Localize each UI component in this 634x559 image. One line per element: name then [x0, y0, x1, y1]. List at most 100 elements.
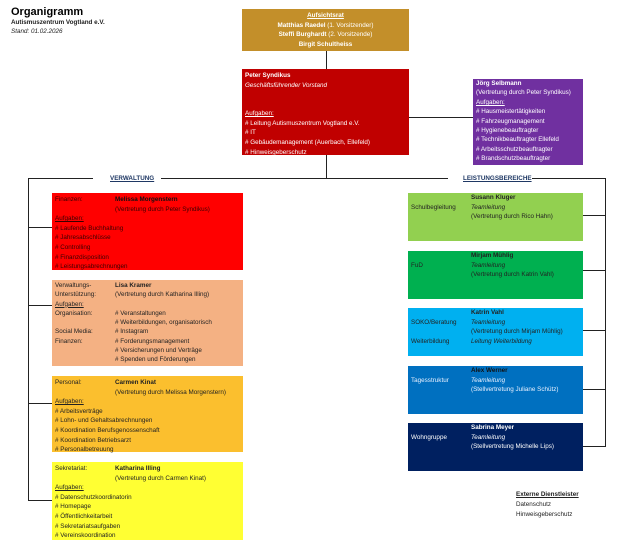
section-leistungsbereiche: LEISTUNGSBEREICHE — [463, 175, 532, 182]
external-item: Hinweisgeberschutz — [516, 511, 573, 518]
ceo-role: Geschäftsführender Vorstand — [245, 81, 328, 89]
service-label: Tagesstruktur — [411, 376, 449, 384]
deputy: (Vertretung durch Peter Syndikus) — [115, 205, 210, 213]
deputy: (Vertretung durch Katharina Illing) — [115, 291, 210, 299]
task: # Spenden und Förderungen — [115, 356, 196, 364]
role: Teamleitung — [471, 433, 506, 441]
connector — [28, 178, 29, 501]
person-name: Mirjam Mühlig — [471, 252, 514, 259]
deputy: (Vertretung durch Katrin Vahl) — [471, 271, 554, 279]
task: # Datenschutzkoordinatorin — [55, 493, 132, 501]
connector — [28, 403, 52, 404]
task: # Sekretariatsaufgaben — [55, 522, 121, 530]
external-heading: Externe Dienstleister — [516, 491, 579, 498]
board-box: Aufsichtsrat Matthias Raedel (1. Vorsitz… — [242, 9, 409, 51]
connector — [583, 389, 606, 390]
secretary-box: Sekretariat: Katharina Illing (Vertretung… — [52, 462, 243, 540]
ceo-box: Peter Syndikus Geschäftsführender Vorsta… — [242, 69, 409, 156]
finance-box: Finanzen:Melissa Morgenstern (Vertretung… — [52, 193, 243, 270]
task: # Homepage — [55, 503, 92, 511]
ceo-name: Peter Syndikus — [245, 72, 291, 79]
board-member: Birgit Schultheiss — [298, 40, 353, 48]
dept-label: Unterstützung: — [55, 291, 96, 299]
person-name: Susann Kluger — [471, 194, 516, 201]
section-verwaltung: VERWALTUNG — [110, 175, 155, 182]
person-name: Katrin Vahl — [471, 309, 504, 316]
connector — [28, 227, 52, 228]
connector — [409, 117, 473, 118]
role: Teamleitung — [471, 318, 506, 326]
board-member: Steffi Burghardt (2. Vorsitzende) — [278, 31, 373, 38]
external-item: Datenschutz — [516, 501, 552, 508]
task: # Veranstaltungen — [115, 309, 166, 317]
deputy: (Vertretung durch Mirjam Mühlig) — [471, 328, 563, 336]
task: # Finanzdisposition — [55, 253, 109, 261]
connector — [605, 178, 606, 447]
task: # Brandschutzbeauftragter — [476, 155, 551, 163]
task: # Instagram — [115, 328, 149, 336]
task: # IT — [245, 129, 256, 137]
task: # Personalbetreuung — [55, 446, 114, 454]
deputy: (Stellvertretung Michelle Lips) — [471, 443, 554, 451]
task: # Leistungsabrechnungen — [55, 263, 128, 271]
service-label: Weiterbildung — [411, 337, 450, 345]
task: # Fahrzeugmanagement — [476, 117, 545, 125]
header: Organigramm Autismuszentrum Vogtland e.V… — [11, 6, 105, 36]
board-member: Matthias Raedel (1. Vorsitzender) — [277, 21, 374, 29]
tasks-label: Aufgaben: — [55, 300, 84, 308]
task: # Weiterbildungen, organisatorisch — [115, 319, 212, 327]
admin-box: Verwaltungs-Lisa Kramer Unterstützung:(V… — [52, 280, 243, 366]
task: # Versicherungen und Verträge — [115, 347, 202, 355]
tasks-label: Aufgaben: — [55, 398, 84, 406]
connector — [583, 330, 606, 331]
deputy: (Stellvertretung Juliane Schütz) — [471, 386, 559, 394]
task: # Vereinskoordination — [55, 532, 116, 540]
task: # Öffentlichkeitarbeit — [55, 512, 113, 520]
task: # Laufende Buchhaltung — [55, 224, 124, 232]
task: # Arbeitsverträge — [55, 407, 103, 415]
service-label: SOKO/Beratung — [411, 318, 457, 326]
task: # Leitung Autismuszentrum Vogtland e.V. — [245, 119, 360, 127]
person-name: Katharina Illing — [115, 465, 161, 472]
task: # Technikbeauftragter Ellefeld — [476, 136, 559, 144]
dept-label: Verwaltungs- — [55, 282, 92, 289]
connector — [28, 178, 93, 179]
task: # Gebäudemanagement (Auerbach, Ellefeld) — [245, 138, 370, 146]
dept-label: Sekretariat: — [55, 465, 88, 472]
service-box-wohngruppe: Sabrina Meyer Wohngruppe Teamleitung (Ste… — [408, 423, 583, 471]
connector — [326, 155, 327, 178]
page-title: Organigramm — [11, 6, 84, 18]
role: Leitung Weiterbildung — [471, 337, 532, 345]
deputy: (Vertretung durch Melissa Morgenstern) — [115, 388, 226, 396]
role: Teamleitung — [471, 376, 506, 384]
tasks-label: Aufgaben: — [55, 215, 84, 223]
task: # Arbeitsschutzbeauftragter — [476, 145, 553, 153]
deputy: (Vertretung durch Carmen Kinat) — [115, 474, 206, 482]
personnel-box: Personal: Carmen Kinat (Vertretung durch … — [52, 376, 243, 454]
facility-name: Jörg Selbmann — [476, 80, 522, 87]
connector — [583, 446, 606, 447]
person-name: Carmen Kinat — [115, 379, 156, 386]
connector — [28, 305, 52, 306]
dept-label: Personal: — [55, 379, 82, 386]
task: # Lohn- und Gehaltsabrechnungen — [55, 417, 153, 425]
tasks-label: Aufgaben: — [55, 484, 84, 492]
service-label: Wohngruppe — [411, 433, 447, 441]
person-name: Melissa Morgenstern — [115, 196, 178, 203]
person-name: Sabrina Meyer — [471, 424, 515, 431]
service-label: FuD — [411, 261, 423, 269]
task: # Koordination Betriebsarzt — [55, 436, 131, 444]
task: # Forderungsmanagement — [115, 337, 190, 345]
board-heading: Aufsichtsrat — [307, 12, 344, 19]
task: # Koordination Berufsgenossenschaft — [55, 426, 160, 434]
connector — [583, 270, 606, 271]
org-name: Autismuszentrum Vogtland e.V. — [11, 19, 105, 26]
group-label: Organisation: — [55, 309, 93, 317]
group-label: Finanzen: — [55, 337, 83, 345]
external-providers: Externe Dienstleister Datenschutz Hinwei… — [516, 490, 579, 520]
facility-deputy: (Vertretung durch Peter Syndikus) — [476, 89, 571, 97]
deputy: (Vertretung durch Rico Hahn) — [471, 213, 553, 221]
